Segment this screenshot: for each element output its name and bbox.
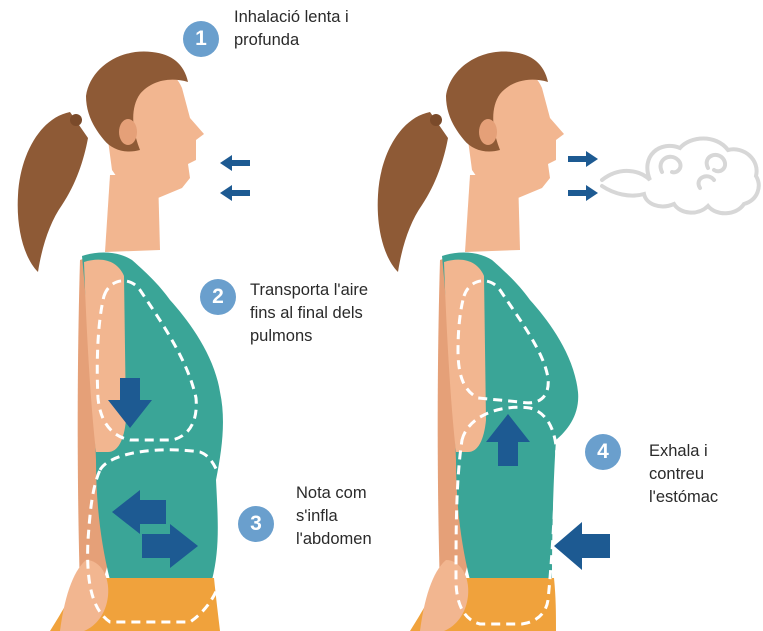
- ponytail: [18, 112, 88, 272]
- step-3-text: Nota com s'infla l'abdomen: [296, 482, 372, 551]
- step-1-badge: 1: [183, 21, 219, 57]
- arrow-left-icon: [220, 185, 250, 201]
- figure-inhale: [18, 51, 227, 631]
- exhale-arrows: [568, 151, 598, 201]
- step-2-badge: 2: [200, 279, 236, 315]
- step-4-text: Exhala i contreu l'estómac: [649, 440, 718, 509]
- step-2-text: Transporta l'aire fins al final dels pul…: [250, 279, 368, 348]
- ponytail: [378, 112, 448, 272]
- arrow-left-icon: [220, 155, 250, 171]
- inhale-arrows: [220, 155, 250, 201]
- step-1-text: Inhalació lenta i profunda: [234, 6, 349, 52]
- arrow-right-icon: [568, 151, 598, 167]
- step-3-badge: 3: [238, 506, 274, 542]
- figure-exhale: [378, 51, 610, 631]
- cloud-icon: [602, 139, 759, 214]
- arrow-right-icon: [568, 185, 598, 201]
- arrow-left-icon: [554, 522, 610, 570]
- step-4-badge: 4: [585, 434, 621, 470]
